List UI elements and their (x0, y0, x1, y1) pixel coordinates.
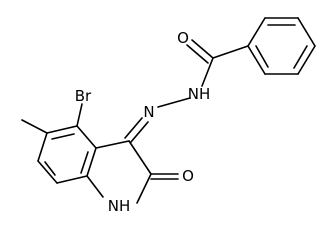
bond (86, 147, 97, 177)
nh-ring-label: NH (108, 197, 131, 215)
atom-labels: O NH N Br O NH (75, 29, 210, 215)
bond (247, 17, 266, 47)
phenyl-ring (247, 17, 316, 75)
double-bond (124, 117, 143, 139)
bond (136, 173, 152, 204)
nh-hydrazone-label: NH (188, 85, 211, 103)
bond (37, 132, 48, 162)
bond (76, 125, 97, 149)
amide-group (186, 39, 249, 87)
double-bond-inner (44, 161, 56, 176)
oxygen-amide-label: O (177, 29, 189, 47)
double-bond-inner (51, 133, 75, 140)
n-hydrazone-label: N (143, 103, 154, 121)
bond (201, 57, 214, 87)
double-bond-inner (255, 45, 269, 68)
double-bond (186, 44, 209, 64)
bond (297, 17, 316, 47)
bond (95, 140, 130, 149)
bond (86, 175, 104, 198)
bromine-label: Br (75, 87, 92, 105)
double-bond (191, 39, 214, 59)
bond (46, 125, 78, 134)
hydrazone-linker (124, 97, 191, 143)
substituents (21, 103, 83, 134)
bond (128, 140, 152, 175)
double-bond-inner (80, 151, 89, 174)
molecule-structure-diagram: O NH N Br O NH (21, 17, 316, 215)
lactam-ring (86, 140, 179, 204)
bond (56, 175, 88, 184)
double-bond-inner (293, 45, 308, 69)
bond (297, 45, 316, 75)
bond (247, 45, 266, 75)
double-bond (130, 121, 149, 143)
oxygen-lactam-label: O (182, 167, 194, 185)
bond (37, 160, 58, 184)
methyl-bond (21, 119, 48, 134)
benzo-ring (37, 125, 97, 184)
bond (157, 97, 191, 108)
bond (76, 103, 83, 127)
bond (212, 45, 249, 59)
